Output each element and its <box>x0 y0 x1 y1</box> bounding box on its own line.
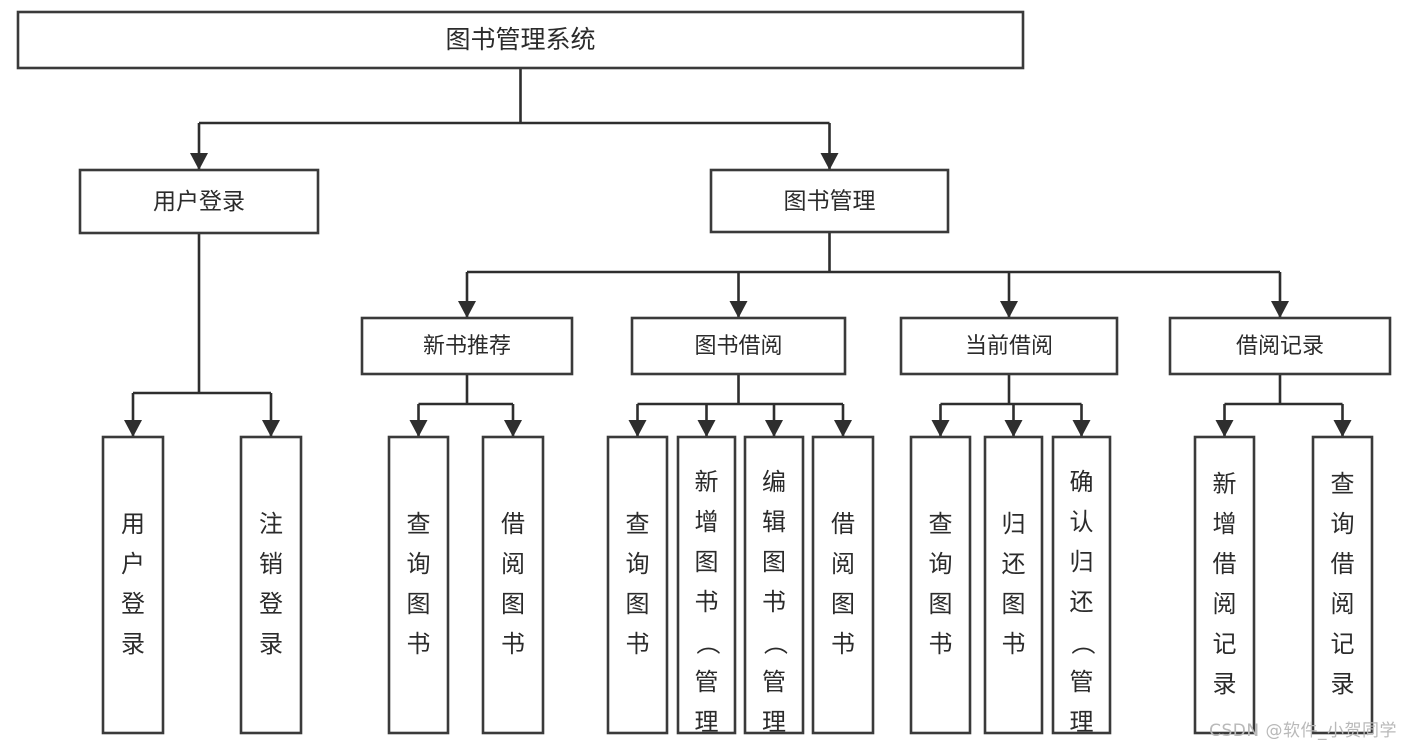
root-node-root[interactable]: 图书管理系统 <box>16 10 1025 70</box>
leaf-label-char: 记 <box>1331 630 1355 658</box>
leaf-label-char: 管 <box>1070 668 1094 696</box>
node-label: 图书管理 <box>784 189 876 215</box>
leaf-label-char: 图 <box>1002 590 1026 618</box>
leaf-label-char: 户 <box>121 550 145 578</box>
leaf-label-char: 书 <box>762 588 786 616</box>
leaf-label-char: 新 <box>1213 470 1237 498</box>
node-label: 图书借阅 <box>694 334 782 359</box>
leaf-label-char: 阅 <box>1331 590 1355 618</box>
leaf-label-char: 图 <box>626 590 650 618</box>
leaf-label-char: 书 <box>929 630 953 658</box>
leaf-label-char: 书 <box>501 630 525 658</box>
leaf-label-char: 录 <box>121 630 145 658</box>
leaf-label-char: 书 <box>1002 630 1026 658</box>
leaf-label-char: 阅 <box>1213 590 1237 618</box>
leaf-label-char: 认 <box>1070 508 1094 536</box>
node-label: 用户登录 <box>153 189 245 215</box>
leaf-label-char: 询 <box>929 550 953 578</box>
leaf-label-char: 图 <box>501 590 525 618</box>
leaf-label-char: （ <box>694 631 722 655</box>
node-label: 借阅记录 <box>1236 334 1324 359</box>
leaf-label-char: 管 <box>695 668 719 696</box>
leaf-label-char: 管 <box>762 668 786 696</box>
level2-node-book-borrow[interactable]: 图书借阅 <box>630 316 847 376</box>
leaf-label-char: 录 <box>1213 670 1237 698</box>
leaf-label-char: 查 <box>929 510 953 538</box>
leaf-label-char: 还 <box>1002 550 1026 578</box>
leaf-label-char: 录 <box>259 630 283 658</box>
leaf-label-char: 查 <box>626 510 650 538</box>
leaf-label-char: 图 <box>831 590 855 618</box>
node-label: 图书管理系统 <box>445 25 595 54</box>
leaf-label-char: 书 <box>831 630 855 658</box>
leaf-label-char: 询 <box>626 550 650 578</box>
leaf-node-leaf-user-login[interactable]: 用户登录 <box>101 435 165 735</box>
level2-node-new-book-rec[interactable]: 新书推荐 <box>360 316 574 376</box>
leaf-label-char: 查 <box>1331 470 1355 498</box>
leaf-label-char: 询 <box>407 550 431 578</box>
leaf-label-char: 归 <box>1070 548 1094 576</box>
leaf-label-char: 借 <box>1331 550 1355 578</box>
leaf-label-char: 登 <box>259 590 283 618</box>
leaf-label-char: 注 <box>259 510 283 538</box>
leaf-label-char: 书 <box>695 588 719 616</box>
leaf-label-char: 确 <box>1070 468 1094 496</box>
leaf-label-char: 增 <box>695 508 719 536</box>
leaf-label-char: （ <box>761 631 789 655</box>
leaf-label-char: 新 <box>695 468 719 496</box>
leaf-label-char: 询 <box>1331 510 1355 538</box>
leaf-label-char: 图 <box>407 590 431 618</box>
connector-layer <box>124 68 1352 437</box>
level1-node-user-login[interactable]: 用户登录 <box>78 168 320 235</box>
leaf-label-char: 阅 <box>501 550 525 578</box>
leaf-label-char: 还 <box>1070 588 1094 616</box>
leaf-label-char: 登 <box>121 590 145 618</box>
leaf-label-char: 销 <box>259 550 283 578</box>
leaf-label-char: 用 <box>121 510 145 538</box>
leaf-label-char: 理 <box>1070 708 1094 736</box>
leaf-label-char: 记 <box>1213 630 1237 658</box>
watermark-text: CSDN @软件_小贺同学 <box>1209 721 1397 741</box>
node-label: 当前借阅 <box>965 334 1053 359</box>
level2-node-borrow-record[interactable]: 借阅记录 <box>1168 316 1392 376</box>
level2-node-current-borrow[interactable]: 当前借阅 <box>899 316 1119 376</box>
leaf-label-char: 归 <box>1002 510 1026 538</box>
leaf-label-char: 录 <box>1331 670 1355 698</box>
leaf-label-char: （ <box>1069 631 1097 655</box>
leaf-label-char: 增 <box>1213 510 1237 538</box>
leaf-label-char: 理 <box>695 708 719 736</box>
leaf-label-char: 书 <box>407 630 431 658</box>
leaf-label-char: 图 <box>695 548 719 576</box>
node-layer: 图书管理系统用户登录图书管理新书推荐图书借阅当前借阅借阅记录用户登录注销登录查询… <box>16 10 1392 747</box>
leaf-label-char: 理 <box>762 708 786 736</box>
leaf-label-char: 书 <box>626 630 650 658</box>
level1-node-book-manage[interactable]: 图书管理 <box>709 168 950 234</box>
leaf-label-char: 图 <box>929 590 953 618</box>
leaf-label-char: 辑 <box>762 508 786 536</box>
leaf-label-char: 编 <box>762 468 786 496</box>
leaf-label-char: 借 <box>501 510 525 538</box>
leaf-label-char: 阅 <box>831 550 855 578</box>
leaf-label-char: 图 <box>762 548 786 576</box>
node-label: 新书推荐 <box>423 334 511 359</box>
leaf-label-char: 借 <box>1213 550 1237 578</box>
leaf-label-char: 查 <box>407 510 431 538</box>
leaf-label-char: 借 <box>831 510 855 538</box>
